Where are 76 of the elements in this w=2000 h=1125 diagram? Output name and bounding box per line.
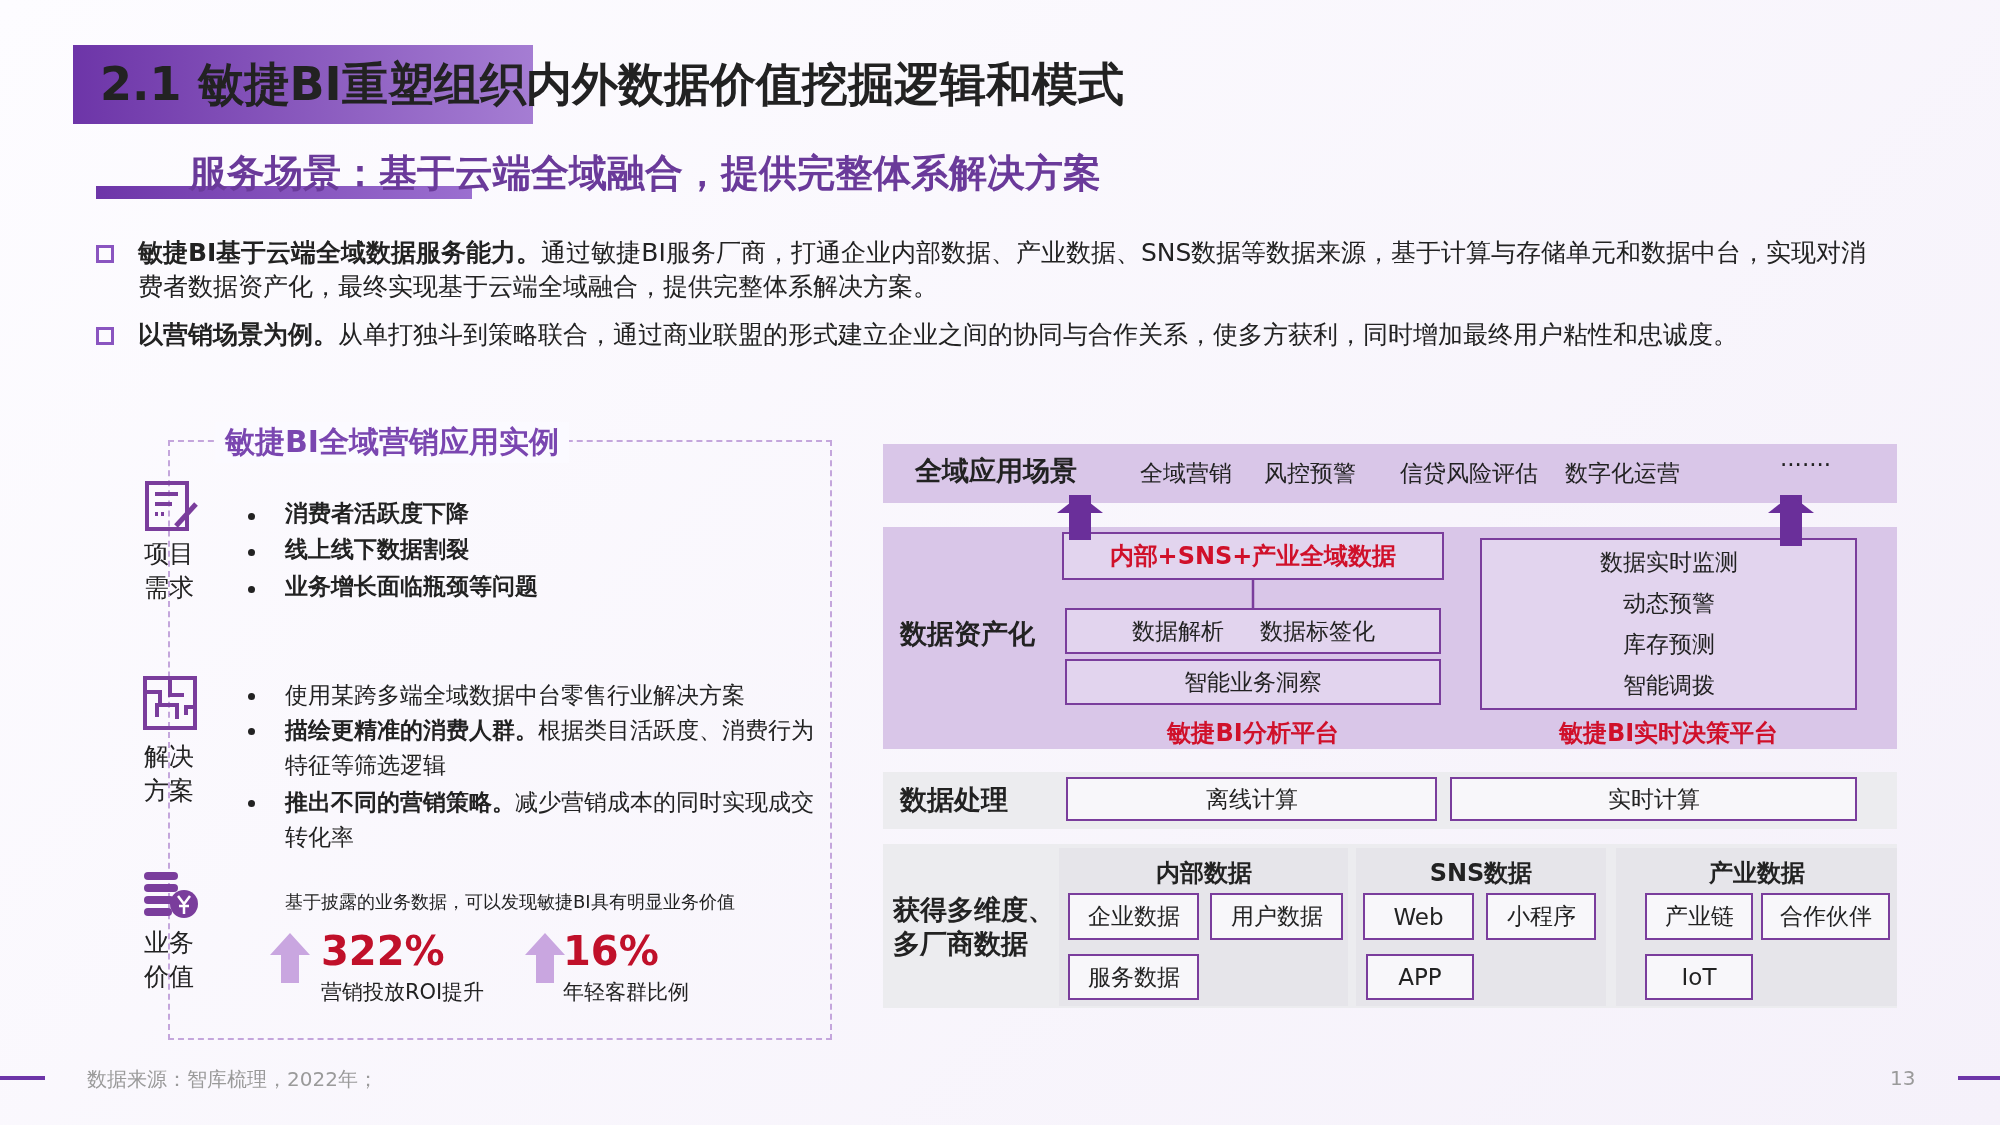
- layer-band: [883, 772, 1897, 829]
- module-box: [1486, 893, 1596, 940]
- box-label: IoT: [1681, 964, 1717, 990]
- box-label: 动态预警: [1622, 589, 1715, 618]
- platform-caption: 敏捷BI实时决策平台: [1557, 718, 1780, 749]
- layer-title: 获得多维度、多厂商数据: [893, 893, 1056, 961]
- box-label: Web: [1393, 903, 1444, 930]
- bullet-text: 推出不同的营销策略。减少营销成本的同时实现成交转化率: [285, 788, 815, 852]
- paragraph: 敏捷BI基于云端全域数据服务能力。通过敏捷BI服务厂商，打通企业内部数据、产业数据、SNS数据等数据来源，基于计算与存储单元和数据中台，实现对消费者数据资产化，最终实现基于云端全域融合，提供完整体系解决方案。: [138, 237, 1868, 303]
- module-box: [1065, 659, 1441, 705]
- panel-title: 产业数据: [1707, 858, 1806, 889]
- source-panel: [1356, 848, 1606, 1006]
- module-box: [1062, 532, 1444, 580]
- module-box: [1068, 893, 1199, 940]
- stat-value: 16%: [563, 928, 660, 974]
- module-box: [1210, 893, 1343, 940]
- box-label: 服务数据: [1087, 962, 1180, 992]
- source-panel: [1616, 848, 1897, 1006]
- ellipsis-dots: ·······: [1780, 452, 1833, 478]
- block-arrow: [1057, 495, 1103, 540]
- box-label: 智能业务洞察: [1184, 667, 1322, 697]
- page-number: 13: [1890, 1066, 1917, 1090]
- stat-value: 322%: [321, 928, 446, 974]
- scene-item: 全域营销: [1140, 459, 1233, 488]
- box-label: 用户数据: [1230, 902, 1323, 931]
- paragraph: 以营销场景为例。从单打独斗到策略联合，通过商业联盟的形式建立企业之间的协同与合作关系，使多方获利，同时增加最终用户粘性和忠诚度。: [138, 319, 1739, 351]
- scene-item: 信贷风险评估: [1400, 459, 1539, 488]
- layer-band: [883, 444, 1897, 503]
- platform-caption: 敏捷BI分析平台: [1165, 718, 1340, 749]
- bullet-text: 消费者活跃度下降: [285, 499, 470, 528]
- box-label: 数据实时监测: [1599, 548, 1738, 577]
- layer-band: [883, 527, 1897, 749]
- layer-band: [883, 844, 1897, 1008]
- bullet-text: 业务增长面临瓶颈等问题: [285, 572, 539, 601]
- box-label: 企业数据: [1087, 902, 1180, 931]
- layer-title: 数据处理: [900, 783, 1009, 817]
- highlight-label: 内部+SNS+产业全域数据: [1109, 541, 1397, 572]
- icon-caption: 解决方案: [144, 741, 195, 807]
- bullet-text: 线上线下数据割裂: [285, 535, 470, 564]
- scene-item: 风控预警: [1264, 459, 1357, 488]
- box-label: 库存预测: [1622, 630, 1715, 659]
- bullet-text: 使用某跨多端全域数据中台零售行业解决方案: [285, 681, 746, 710]
- layer-title: 全域应用场景: [915, 454, 1078, 488]
- box-label: 实时计算: [1607, 784, 1700, 814]
- module-box: [1065, 608, 1441, 654]
- box-label: 小程序: [1506, 902, 1576, 931]
- panel-title: 内部数据: [1154, 858, 1253, 889]
- icon-caption: 业务价值: [144, 927, 195, 993]
- layer-title: 数据资产化: [900, 617, 1036, 651]
- module-box: [1761, 893, 1890, 940]
- source-panel: [1059, 848, 1348, 1006]
- scene-item: 数字化运营: [1565, 459, 1681, 488]
- source-note: 数据来源：智库梳理，2022年；: [87, 1066, 379, 1093]
- stat-caption: 营销投放ROI提升: [321, 979, 486, 1006]
- box-label: 数据标签化: [1259, 616, 1375, 646]
- module-box: [1363, 893, 1474, 940]
- box-label: 数据解析: [1131, 616, 1224, 646]
- module-box: [1066, 777, 1437, 821]
- module-box: [1645, 893, 1753, 940]
- box-label: 离线计算: [1205, 784, 1298, 814]
- box-label: APP: [1398, 964, 1442, 990]
- module-box: [1068, 954, 1199, 1000]
- stat-caption: 年轻客群比例: [563, 979, 690, 1006]
- module-box: [1645, 954, 1753, 1000]
- connector-line: [1251, 580, 1255, 608]
- module-box: [1450, 777, 1857, 821]
- box-label: 智能调拨: [1622, 671, 1715, 700]
- icon-caption: 项目需求: [144, 538, 195, 604]
- note-text: 基于披露的业务数据，可以发现敏捷BI具有明显业务价值: [285, 890, 736, 914]
- box-label: 产业链: [1664, 902, 1734, 931]
- block-arrow: [1768, 495, 1814, 546]
- module-box: [1480, 538, 1857, 710]
- module-box: [1366, 954, 1474, 1000]
- box-label: 合作伙伴: [1779, 902, 1872, 931]
- panel-title: SNS数据: [1428, 858, 1534, 889]
- bullet-text: 描绘更精准的消费人群。根据类目活跃度、消费行为特征等筛选逻辑: [285, 716, 815, 780]
